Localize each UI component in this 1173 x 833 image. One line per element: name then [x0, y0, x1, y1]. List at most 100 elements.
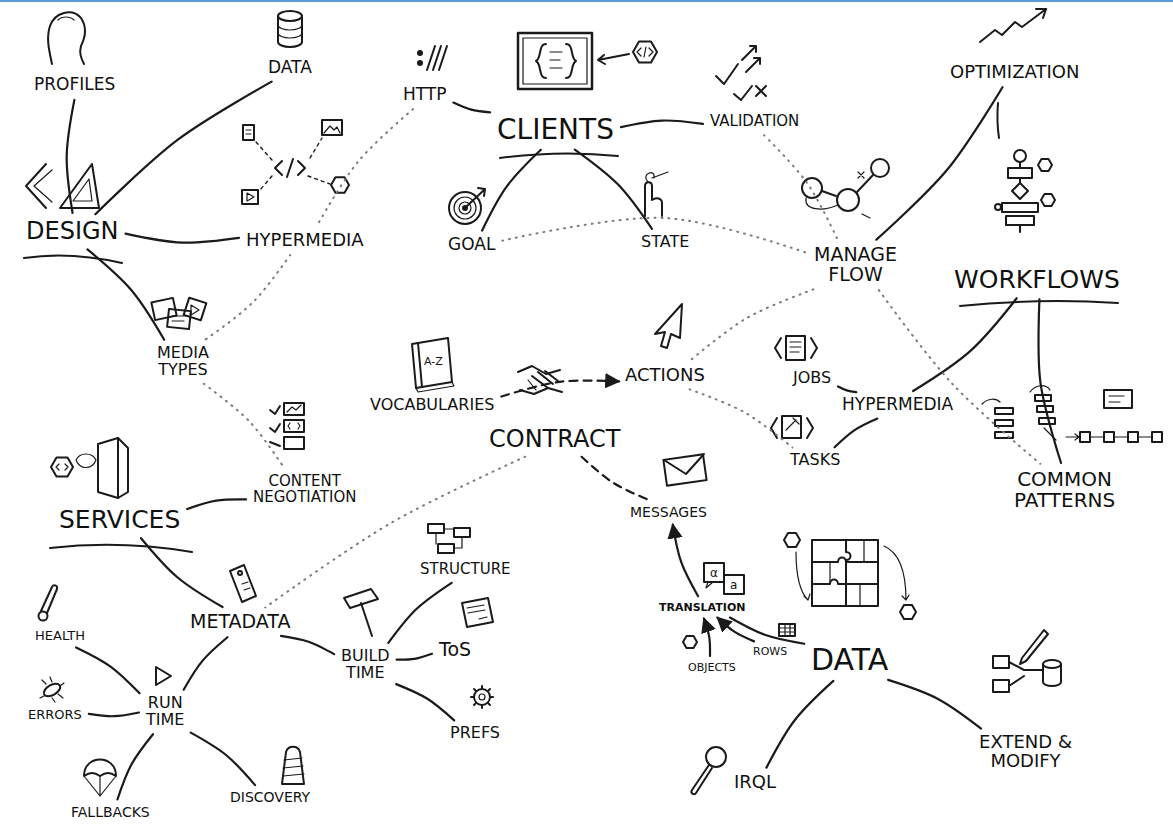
- structure-icon: [428, 524, 470, 553]
- client-document-icon: [598, 54, 629, 64]
- flowchart-icon: [1012, 183, 1028, 199]
- service-icon: [51, 458, 73, 477]
- topic-label: VOCABULARIES: [366, 394, 498, 417]
- pattern-icons: [1109, 396, 1124, 402]
- data-puzzle-icon: [884, 546, 909, 600]
- branch-line: [575, 150, 652, 229]
- vocabulary-book-icon: [412, 338, 454, 392]
- extend-pen-icon: [993, 630, 1061, 692]
- pattern-icons: [982, 386, 1162, 442]
- rows-grid-icon: [779, 624, 795, 636]
- heading-underline: [24, 153, 1118, 552]
- jobs-icon: [790, 342, 801, 352]
- goal-icon: [466, 188, 485, 207]
- prefs-gear-icon: [471, 686, 493, 708]
- topic-label: DATA: [264, 56, 316, 80]
- state-diagram-icon: [802, 159, 889, 218]
- topic-text: MANAGE FLOW: [814, 245, 897, 285]
- http-icon: [418, 46, 447, 70]
- branch-line: [388, 583, 451, 643]
- terms-scroll-icon: [462, 598, 493, 627]
- dotted-link: [764, 135, 838, 239]
- flowchart-icon: [1008, 168, 1032, 178]
- topic-text: VOCABULARIES: [370, 397, 494, 414]
- pattern-icons: [1090, 436, 1151, 437]
- dotted-link: [502, 218, 807, 253]
- topic-label: OBJECTS: [684, 659, 740, 677]
- topic-text: HYPERMEDIA: [246, 231, 364, 250]
- topic-heading: DATA: [807, 641, 892, 679]
- content-negotiation-icon: [270, 424, 280, 432]
- topic-text: STRUCTURE: [420, 562, 511, 578]
- topic-label: OPTIMIZATION: [946, 60, 1083, 85]
- pattern-icons: [1039, 418, 1055, 424]
- flowchart-icon: [1038, 159, 1052, 171]
- translation-bubbles-icon: [724, 575, 744, 594]
- topic-label: EXTEND & MODIFY: [959, 730, 1092, 774]
- discovery-drill-icon: [283, 758, 304, 776]
- heading-underline: [50, 545, 192, 552]
- extend-pen-icon: [1009, 662, 1043, 686]
- client-document-icon: [518, 33, 657, 89]
- branch-line: [67, 100, 75, 213]
- topic-label: STATE: [637, 231, 693, 254]
- topic-text: ROWS: [753, 646, 787, 658]
- topic-label: ToS: [435, 637, 475, 663]
- service-icon: [76, 454, 96, 468]
- topic-text: OBJECTS: [688, 662, 736, 674]
- hypermedia-icon: [324, 126, 340, 133]
- dotted-link: [205, 255, 290, 340]
- topic-label: HTTP: [399, 83, 451, 107]
- topic-label: HYPERMEDIA: [242, 228, 368, 253]
- topic-text: STATE: [641, 234, 689, 251]
- message-envelope-icon: [664, 454, 704, 474]
- icon-glyph: A-Z: [424, 356, 443, 367]
- topic-text: ERRORS: [28, 708, 82, 722]
- topic-heading: DESIGN: [22, 216, 123, 247]
- extend-pen-icon: [993, 656, 1009, 668]
- validation-icon: [734, 86, 752, 100]
- topic-text: ACTIONS: [625, 366, 705, 385]
- topic-label: TASKS: [786, 449, 844, 472]
- branch-line: [835, 419, 878, 448]
- data-puzzle-icon: [784, 533, 800, 547]
- topic-text: BUILD TIME: [341, 648, 390, 682]
- flowchart-icon: [1014, 150, 1026, 162]
- icon-glyph: a: [730, 579, 737, 591]
- state-diagram-icon: [822, 191, 836, 196]
- hypermedia-icon: [256, 138, 330, 190]
- branch-line: [482, 150, 541, 231]
- pattern-icons: [995, 420, 1013, 426]
- translation-bubbles-icon: [704, 563, 724, 582]
- data-puzzle-icon: [900, 605, 916, 619]
- data-puzzle-icon: [846, 540, 851, 606]
- fallback-parachute-icon: [84, 760, 116, 797]
- branch-line: [673, 525, 698, 597]
- top-rule: [0, 0, 1173, 2]
- action-cursor-icon: [655, 304, 682, 348]
- topic-label: VALIDATION: [706, 111, 803, 133]
- jobs-icon: [775, 338, 817, 358]
- topic-text: HYPERMEDIA: [842, 396, 953, 414]
- topic-text: JOBS: [793, 370, 831, 387]
- client-document-icon: [518, 33, 592, 89]
- branch-line: [281, 636, 334, 654]
- flowchart-icon: [1006, 216, 1034, 225]
- branch-line: [838, 386, 856, 392]
- topic-label: IRQL: [730, 770, 780, 795]
- heading-underline: [24, 255, 122, 263]
- client-document-icon: [633, 42, 657, 63]
- flowchart-icon: [1002, 203, 1038, 212]
- flowchart-icon: [995, 103, 1055, 232]
- branch-line: [453, 103, 490, 113]
- message-envelope-icon: [663, 454, 706, 485]
- topic-text: RUN TIME: [146, 695, 184, 729]
- state-icon: [645, 182, 662, 216]
- client-document-icon: [536, 44, 546, 78]
- tasks-icon: [782, 416, 801, 438]
- branch-line: [187, 499, 246, 509]
- topic-label: TRANSLATION: [655, 599, 749, 617]
- database-icon: [278, 16, 302, 47]
- profile-icon: [58, 17, 74, 20]
